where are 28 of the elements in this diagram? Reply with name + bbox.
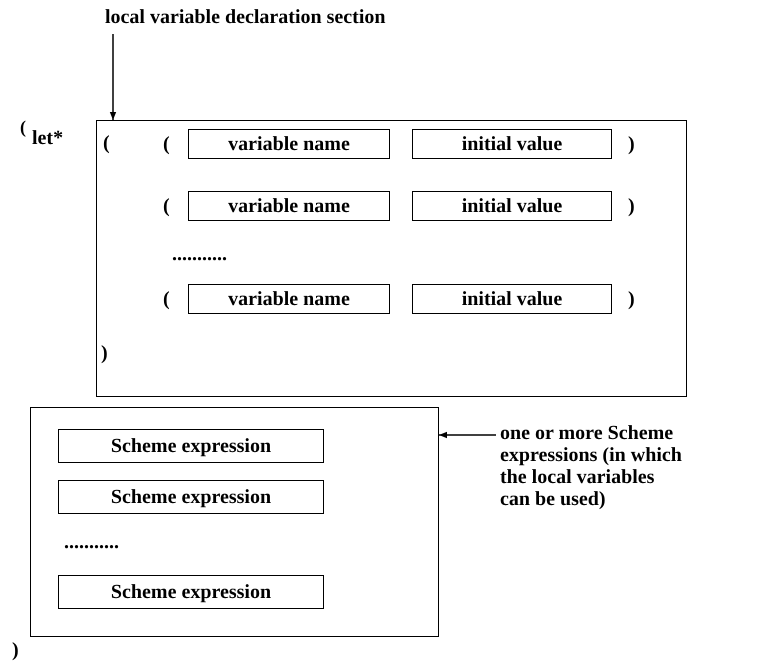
code-block-frame <box>30 407 439 637</box>
code-slot: variable name <box>188 284 390 314</box>
code-token: ........... <box>64 532 119 552</box>
code-block-frame <box>96 120 687 397</box>
code-token: ( <box>163 289 170 309</box>
arrow <box>439 432 496 438</box>
code-token: ) <box>628 196 635 216</box>
parenthesis: ( <box>103 133 110 153</box>
code-token: ........... <box>172 244 227 264</box>
code-token: ( <box>163 196 170 216</box>
code-slot: Scheme expression <box>58 429 324 463</box>
caption-text: local variable declaration section <box>105 6 425 32</box>
code-slot: Scheme expression <box>58 480 324 514</box>
note-text: one or more Scheme expressions (in which the local variables can be used) <box>500 422 682 518</box>
code-token: ) <box>12 640 19 660</box>
code-slot: Scheme expression <box>58 575 324 609</box>
code-slot: initial value <box>412 284 612 314</box>
code-token: ) <box>628 289 635 309</box>
code-slot: initial value <box>412 129 612 159</box>
code-token: ) <box>628 134 635 154</box>
code-token: let* <box>32 128 64 148</box>
arrow <box>110 34 116 120</box>
code-slot: variable name <box>188 129 390 159</box>
code-token: ( <box>163 134 170 154</box>
code-slot: initial value <box>412 191 612 221</box>
code-slot: variable name <box>188 191 390 221</box>
code-token: ( <box>20 118 26 136</box>
parenthesis: ) <box>101 343 108 363</box>
